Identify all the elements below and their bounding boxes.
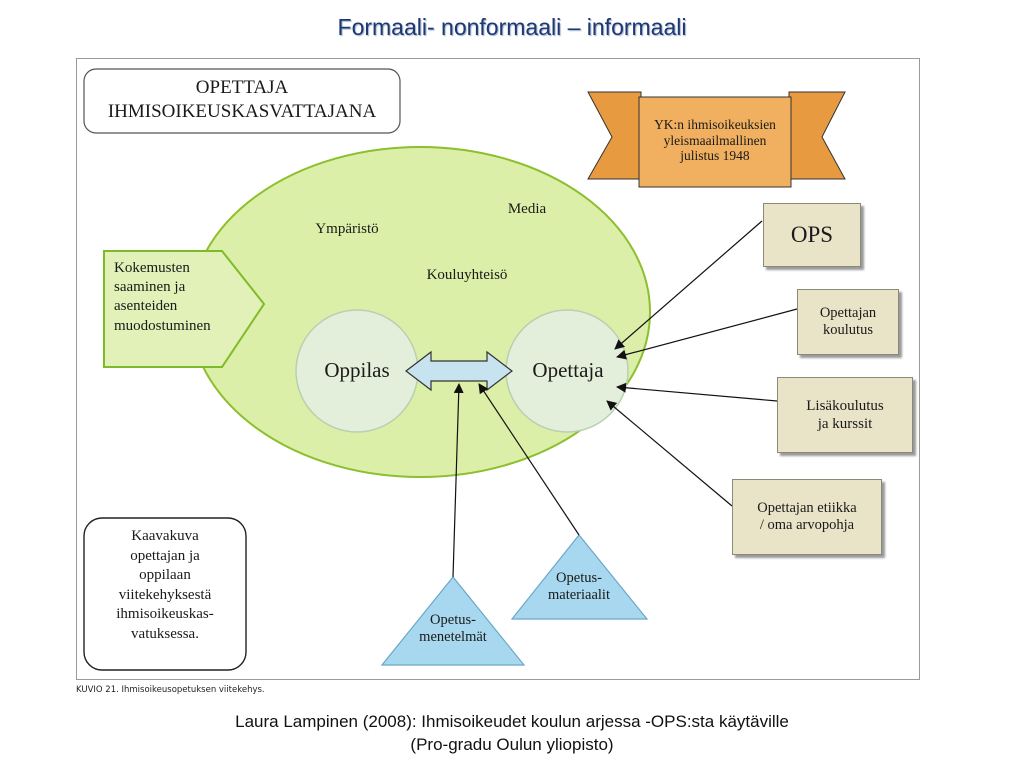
source-line-2: (Pro-gradu Oulun yliopisto) [410,734,614,754]
materials-text: Opetus- materiaalit [529,570,629,603]
lisakoulutus-line-2: ja kurssit [817,416,873,432]
arrow-menetelmat [452,383,464,578]
banner-line-3: julistus 1948 [680,148,750,164]
arrow-ops [614,220,763,350]
methods-line-2: menetelmät [419,628,487,645]
experience-line-1: Kokemusten [114,260,190,276]
banner-line-1: YK:n ihmisoikeuksien [654,117,776,132]
materials-line-1: Opetus- [556,570,602,586]
double-arrow [405,350,513,392]
description-line-2: opettajan ja [130,547,200,564]
description-line-1: Kaavakuva [131,528,199,544]
label-oppilas: Oppilas [324,358,390,382]
experience-line-4: muodostuminen [114,317,211,334]
koulutus-line-2: koulutus [823,322,873,338]
etiikka-line-1: Opettajan etiikka [757,499,857,516]
label-kouluyhteiso: Kouluyhteisö [426,267,508,283]
ops-box: OPS [763,203,861,267]
label-opettaja: Opettaja [532,358,604,382]
label-media: Media [507,201,547,217]
arrow-lisakoulutus [616,382,778,402]
methods-line-1: Opetus- [430,612,476,628]
materials-line-2: materiaalit [548,586,610,603]
experience-line-3: asenteiden [114,298,178,315]
etiikka-line-2: / oma arvopohja [759,517,855,533]
banner-line-2: yleismaailmallinen [663,132,767,148]
arrow-koulutus [616,308,798,360]
koulutus-line-1: Opettajan [819,304,877,321]
description-line-3: oppilaan [139,567,191,583]
diagram-shapes [83,68,846,671]
etiikka-box: Opettajan etiikka / oma arvopohja [732,479,882,555]
lisakoulutus-box: Lisäkoulutus ja kurssit [777,377,913,453]
lisakoulutus-line-1: Lisäkoulutus [806,398,884,414]
methods-text: Opetus- menetelmät [397,612,509,645]
experience-text: Kokemusten saaminen ja asenteiden muodos… [114,259,254,336]
figure-caption: KUVIO 21. Ihmisoikeusopetuksen viitekehy… [76,685,265,695]
materials-triangle [510,534,649,620]
ops-label: OPS [790,222,834,248]
heading-line-2: IHMISOIKEUSKASVATTAJANA [107,100,377,122]
methods-triangle [380,576,526,666]
description-text: Kaavakuva opettajan ja oppilaan viitekeh… [84,527,246,644]
declaration-banner [587,91,846,188]
koulutus-box: Opettajan koulutus [797,289,899,355]
diagram-heading: OPETTAJA IHMISOIKEUSKASVATTAJANA [84,76,400,124]
heading-line-1: OPETTAJA [195,77,289,98]
source-line-1: Laura Lampinen (2008): Ihmisoikeudet kou… [235,712,789,731]
experience-line-2: saaminen ja [114,279,186,296]
heading-box [83,68,401,134]
diagram-figure: OPETTAJA IHMISOIKEUSKASVATTAJANA YK:n ih… [76,58,920,680]
banner-text: YK:n ihmisoikeuksien yleismaailmallinen … [639,117,791,164]
experience-pentagon [103,250,266,368]
slide-title: Formaali- nonformaali – informaali [337,14,687,40]
description-box [83,517,247,671]
description-line-5: ihmisoikeuskas- [116,606,214,622]
label-ymparisto: Ympäristö [315,221,379,237]
description-line-4: viitekehyksestä [118,586,212,603]
source-citation: Laura Lampinen (2008): Ihmisoikeudet kou… [0,711,1024,757]
arrow-materiaalit [478,383,580,536]
arrow-etiikka [606,400,733,507]
description-line-6: vatuksessa. [131,625,199,642]
